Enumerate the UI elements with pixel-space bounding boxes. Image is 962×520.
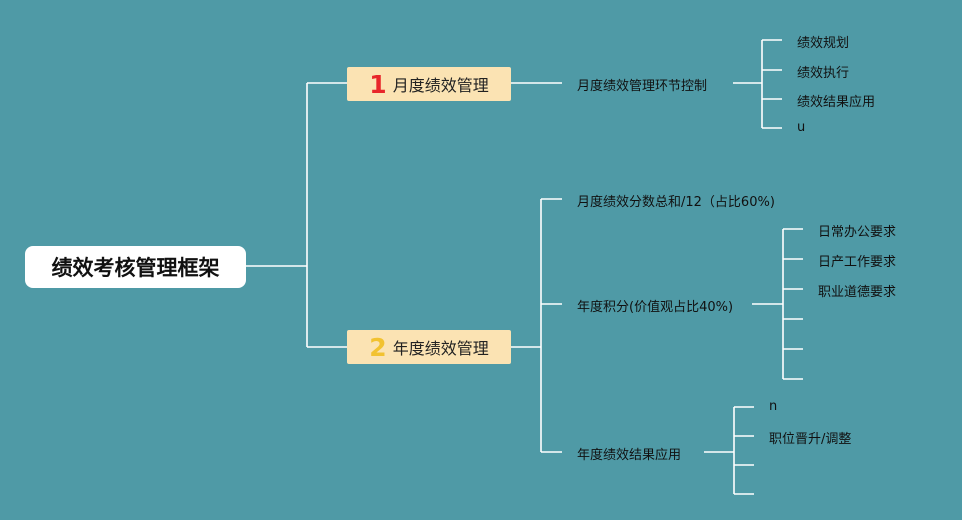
branch-node-annual: 2 年度绩效管理 <box>347 330 511 364</box>
leaf-daily-work-requirements: 日产工作要求 <box>818 255 897 270</box>
leaf-monthly-execution: 绩效执行 <box>797 66 850 81</box>
branch-node-monthly: 1 月度绩效管理 <box>347 67 511 101</box>
leaf-monthly-u: u <box>797 120 806 135</box>
node-annual-result-application: 年度绩效结果应用 <box>577 448 682 463</box>
node-monthly-control: 月度绩效管理环节控制 <box>577 79 708 94</box>
leaf-promotion-adjustment: 职位晋升/调整 <box>769 432 852 447</box>
branch-label-annual: 年度绩效管理 <box>392 339 489 358</box>
leaf-professional-ethics: 职业道德要求 <box>818 285 897 300</box>
root-node: 绩效考核管理框架 <box>25 246 246 288</box>
leaf-monthly-result-application: 绩效结果应用 <box>797 95 876 110</box>
branch-label-monthly: 月度绩效管理 <box>392 76 489 95</box>
branch-number-1: 1 <box>369 69 387 99</box>
node-annual-points: 年度积分(价值观占比40%) <box>577 300 734 315</box>
leaf-monthly-planning: 绩效规划 <box>797 36 850 51</box>
leaf-daily-office-requirements: 日常办公要求 <box>818 225 897 240</box>
branch-number-2: 2 <box>369 332 387 362</box>
node-monthly-score-sum: 月度绩效分数总和/12（占比60%) <box>577 195 775 210</box>
leaf-annual-n: n <box>769 399 778 414</box>
root-label: 绩效考核管理框架 <box>51 256 220 280</box>
